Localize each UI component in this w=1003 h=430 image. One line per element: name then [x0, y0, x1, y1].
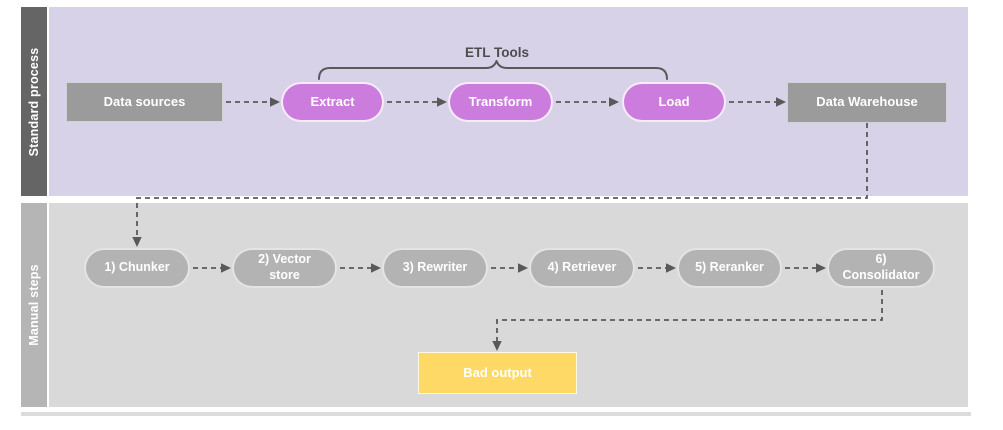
bad-output-node: Bad output [418, 352, 577, 394]
lane-label-standard-process: Standard process [27, 47, 41, 156]
load-node: Load [622, 82, 726, 122]
data-warehouse-node: Data Warehouse [787, 82, 947, 123]
reranker-node: 5) Reranker [677, 248, 782, 288]
transform-node: Transform [448, 82, 553, 122]
lane-header-standard-process: Standard process [21, 7, 47, 196]
extract-node: Extract [281, 82, 384, 122]
lane-header-manual-steps: Manual steps [21, 203, 47, 407]
etl-tools-label: ETL Tools [465, 45, 529, 60]
lane-label-manual-steps: Manual steps [27, 264, 41, 346]
chunker-node: 1) Chunker [84, 248, 190, 288]
consolidator-node: 6) Consolidator [827, 248, 935, 288]
data-sources-node: Data sources [66, 82, 223, 122]
bottom-lane-divider [21, 412, 971, 416]
retriever-node: 4) Retriever [529, 248, 635, 288]
vector-store-node: 2) Vector store [232, 248, 337, 288]
rewriter-node: 3) Rewriter [382, 248, 488, 288]
